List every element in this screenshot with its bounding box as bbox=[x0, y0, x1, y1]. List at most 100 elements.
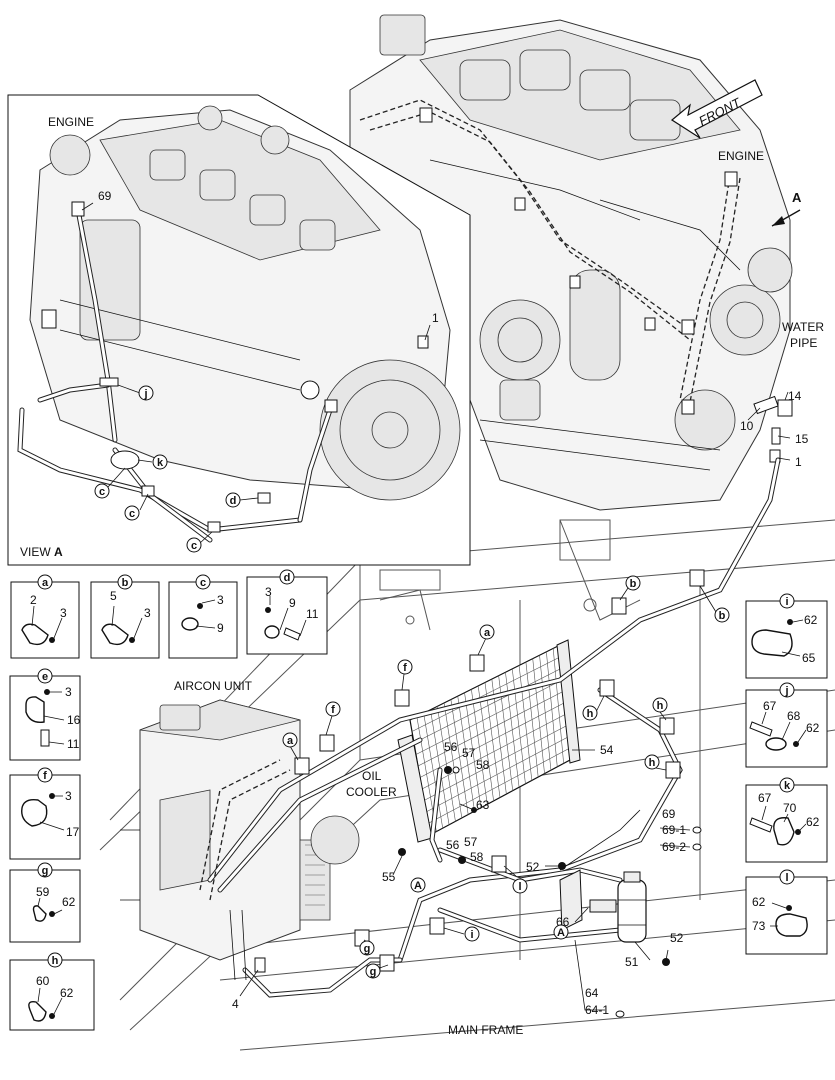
svg-text:h: h bbox=[657, 700, 664, 712]
svg-text:j: j bbox=[784, 685, 788, 697]
svg-text:b: b bbox=[719, 610, 726, 622]
detail-box-e: e 3 16 11 bbox=[9, 668, 81, 761]
svg-text:5: 5 bbox=[110, 589, 117, 603]
oil-cooler-label-2: COOLER bbox=[346, 785, 397, 799]
detail-box-j: j 67 68 62 bbox=[745, 682, 828, 768]
main-callout-numbers: 54 56 57 58 63 69 69-1 69-2 56 57 58 55 … bbox=[232, 740, 686, 1017]
condenser-fin bbox=[421, 713, 567, 790]
aircon-unit-label: AIRCON UNIT bbox=[174, 679, 253, 693]
ac-hoses bbox=[199, 457, 781, 998]
svg-text:f: f bbox=[43, 770, 47, 782]
svg-text:a: a bbox=[42, 577, 49, 589]
callout-69-2: 69-2 bbox=[662, 840, 686, 854]
svg-text:11: 11 bbox=[306, 607, 319, 621]
callout-14: 14 bbox=[788, 389, 802, 403]
detail-box-c: c 3 9 bbox=[168, 574, 238, 659]
svg-text:65: 65 bbox=[802, 651, 816, 665]
callout-64: 64 bbox=[585, 986, 599, 1000]
detail-box-l: l 62 73 bbox=[745, 869, 828, 955]
svg-text:A: A bbox=[557, 927, 565, 939]
svg-text:f: f bbox=[403, 662, 407, 674]
callout-58b: 58 bbox=[470, 850, 484, 864]
svg-text:c: c bbox=[129, 508, 135, 520]
water-pipe-fittings bbox=[747, 391, 793, 463]
engine-main-label: ENGINE bbox=[718, 149, 764, 163]
main-circled-letters: b b a a f f h h h l i g g A A bbox=[282, 575, 730, 979]
view-a-panel bbox=[7, 94, 471, 566]
detail-box-g: g 59 62 bbox=[9, 862, 81, 943]
detail-box-a: a 2 3 bbox=[10, 574, 80, 659]
svg-text:60: 60 bbox=[36, 974, 50, 988]
svg-text:g: g bbox=[42, 865, 49, 877]
callout-54: 54 bbox=[600, 743, 614, 757]
svg-text:c: c bbox=[191, 540, 197, 552]
callout-58a: 58 bbox=[476, 758, 490, 772]
svg-text:i: i bbox=[470, 929, 473, 941]
svg-text:17: 17 bbox=[66, 825, 80, 839]
svg-text:67: 67 bbox=[763, 699, 777, 713]
svg-text:62: 62 bbox=[806, 721, 820, 735]
svg-text:k: k bbox=[157, 457, 164, 469]
main-leaders bbox=[239, 584, 717, 1011]
callout-69: 69 bbox=[662, 807, 676, 821]
svg-text:16: 16 bbox=[67, 713, 81, 727]
svg-text:h: h bbox=[649, 757, 656, 769]
water-pipe-label-1: WATER bbox=[782, 320, 824, 334]
view-callout-1: 1 bbox=[432, 311, 439, 325]
callout-52a: 52 bbox=[526, 860, 540, 874]
svg-text:11: 11 bbox=[67, 737, 80, 751]
svg-text:j: j bbox=[143, 388, 147, 400]
svg-text:h: h bbox=[52, 955, 59, 967]
callout-56a: 56 bbox=[444, 740, 458, 754]
condenser-drawing bbox=[397, 639, 581, 843]
svg-text:3: 3 bbox=[60, 606, 67, 620]
svg-text:62: 62 bbox=[60, 986, 74, 1000]
svg-text:73: 73 bbox=[752, 919, 766, 933]
detail-box-b: b 5 3 bbox=[90, 574, 160, 659]
callout-55: 55 bbox=[382, 870, 396, 884]
condenser-fin bbox=[427, 748, 570, 824]
svg-text:2: 2 bbox=[30, 593, 37, 607]
callout-10: 10 bbox=[740, 419, 754, 433]
svg-text:3: 3 bbox=[65, 685, 72, 699]
main-frame-label: MAIN FRAME bbox=[448, 1023, 523, 1037]
detail-box-k: k 67 70 62 bbox=[745, 777, 828, 863]
svg-text:c: c bbox=[99, 486, 105, 498]
svg-text:68: 68 bbox=[787, 709, 801, 723]
callout-57a: 57 bbox=[462, 746, 476, 760]
svg-text:h: h bbox=[587, 708, 594, 720]
svg-text:d: d bbox=[230, 495, 237, 507]
svg-text:f: f bbox=[331, 704, 335, 716]
svg-text:g: g bbox=[370, 966, 377, 978]
svg-text:3: 3 bbox=[144, 606, 151, 620]
detail-box-d: d 3 9 11 bbox=[246, 569, 328, 655]
detail-box-f: f 3 17 bbox=[9, 767, 81, 860]
condenser-fin bbox=[417, 690, 565, 767]
detail-box-h: h 60 62 bbox=[9, 952, 95, 1031]
callout-64-1: 64-1 bbox=[585, 1003, 609, 1017]
callout-15: 15 bbox=[795, 432, 809, 446]
main-engine-drawing bbox=[349, 14, 793, 511]
svg-text:59: 59 bbox=[36, 885, 50, 899]
svg-text:9: 9 bbox=[289, 596, 296, 610]
svg-text:3: 3 bbox=[265, 585, 272, 599]
condenser-fin bbox=[425, 736, 569, 813]
condenser-fin bbox=[423, 725, 568, 801]
svg-text:62: 62 bbox=[804, 613, 818, 627]
condenser-fin bbox=[419, 702, 566, 778]
hose-clamps bbox=[254, 569, 705, 1018]
svg-text:k: k bbox=[784, 780, 791, 792]
aircon-unit-drawing bbox=[120, 699, 360, 961]
svg-text:62: 62 bbox=[806, 815, 820, 829]
svg-text:l: l bbox=[518, 881, 521, 893]
arrow-a-label: A bbox=[792, 190, 802, 205]
receiver-drier-drawing bbox=[559, 869, 647, 943]
svg-text:67: 67 bbox=[758, 791, 772, 805]
view-a-title: VIEW A bbox=[20, 545, 63, 559]
svg-text:3: 3 bbox=[65, 789, 72, 803]
callout-56b: 56 bbox=[446, 838, 460, 852]
svg-text:a: a bbox=[484, 627, 491, 639]
svg-text:d: d bbox=[284, 572, 291, 584]
water-pipe-label-2: PIPE bbox=[790, 336, 817, 350]
